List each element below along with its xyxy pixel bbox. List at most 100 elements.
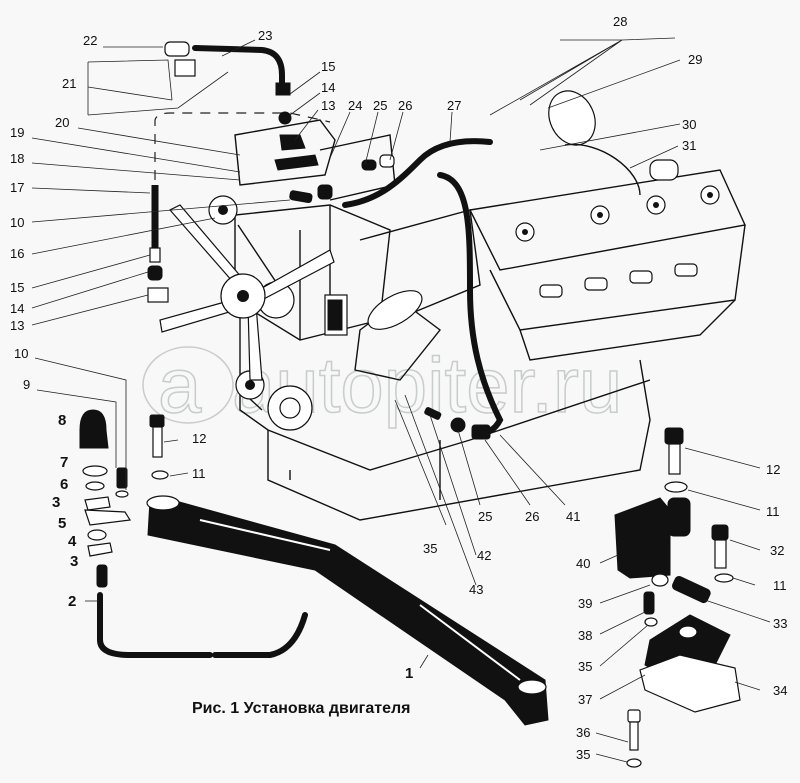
part-9-bolt [116,467,128,489]
part-32-bolt [711,524,729,541]
leader-lines [31,37,771,763]
part-3-plate-bottom [87,542,113,557]
part-35-washer-bottom [626,758,642,768]
callout-labels: 22 23 21 15 14 13 24 25 26 20 19 18 17 1… [10,14,787,762]
part-14-washer-top [278,111,292,125]
part-12-shank-right [668,443,681,475]
part-15-nut-top [275,82,291,96]
callout-9: 9 [23,377,30,392]
callout-15-left: 15 [10,280,24,295]
part-35-washer [644,617,658,627]
oil-filter-top [367,290,423,330]
callout-1: 1 [405,665,413,682]
part-39-washer [651,573,669,587]
callout-16: 16 [10,246,24,261]
bolt-10-top [289,190,313,204]
part-8-cushion [79,409,109,449]
valve-cover-bolts [515,185,720,242]
oil-pan [267,359,651,521]
callout-32: 32 [770,543,784,558]
part-40-sleeve [667,497,691,537]
exhaust-manifold-right [489,224,746,331]
callout-41: 41 [566,509,580,524]
callout-25-middle: 25 [478,509,492,524]
part-32-shank [714,539,727,569]
block-edge [289,440,441,500]
callout-35-right: 35 [578,659,592,674]
callout-34: 34 [773,683,787,698]
callout-10-top: 10 [10,215,24,230]
callout-29: 29 [688,52,702,67]
watermark-logo-ring [142,346,234,424]
callout-40: 40 [576,556,590,571]
callout-19: 19 [10,125,24,140]
callout-15-top: 15 [321,59,335,74]
part-38-pin [643,591,655,615]
callout-35-middle: 35 [423,541,437,556]
callout-3-lower: 3 [70,553,78,570]
callout-11-left: 11 [192,466,206,481]
part-40-bracket [614,497,671,579]
callout-11-right: 11 [766,504,780,519]
callout-12-right: 12 [766,462,780,477]
nut-26-top [379,154,395,168]
part-6-washer [85,481,105,491]
engine-assembly [159,90,747,521]
callout-13-top: 13 [321,98,335,113]
callout-7: 7 [60,454,68,471]
callout-2: 2 [68,593,76,610]
callout-8: 8 [58,412,66,429]
part-12-bolt-head [149,414,165,428]
callout-30: 30 [682,117,696,132]
callout-36: 36 [576,725,590,740]
callout-33: 33 [773,616,787,631]
callout-31: 31 [682,138,696,153]
callout-25-top: 25 [373,98,387,113]
part-13-tee [147,287,169,303]
part-2-fitting [96,564,108,588]
callout-4: 4 [68,533,77,550]
filler-cap [649,159,679,181]
part-4-washer [87,529,107,541]
exhaust-ports [539,263,698,298]
callout-35-bottom: 35 [576,747,590,762]
part-1-crossmember [146,495,549,726]
part-15-nut [147,265,163,281]
callout-27: 27 [447,98,461,113]
small-parts [79,41,741,768]
callout-17: 17 [10,180,24,195]
hose-2-left [97,592,213,658]
callout-12-left: 12 [192,431,206,446]
callout-14-top: 14 [321,80,335,95]
callout-26-middle: 26 [525,509,539,524]
callout-26-top: 26 [398,98,412,113]
callout-14-left: 14 [10,301,24,316]
part-12-bolt-right [664,427,684,445]
cooling-fan [159,204,335,381]
callout-23: 23 [258,28,272,43]
part-33-bolt [671,575,711,604]
callout-28: 28 [613,14,627,29]
part-3-plate-top [84,496,111,511]
part-22-fitting [164,41,190,57]
part-11-lockwasher [151,470,169,480]
watermark-logo-letter: a [158,341,202,429]
fitting-25-top [361,159,377,171]
pump-fitting-13 [279,134,306,151]
part-34-base-plate [639,654,741,713]
left-bank [359,209,481,321]
part-12-bolt-shank [152,426,163,458]
part-11-washer-right [664,481,688,493]
assembly-dashed-line [154,112,331,180]
callout-37: 37 [578,692,592,707]
hose-41 [437,172,504,436]
pump-bracket [274,154,319,171]
intake-elbow [564,143,641,196]
callout-24: 24 [348,98,362,113]
callout-42: 42 [477,548,491,563]
part-36-bolt-head [627,709,641,723]
part-21-bracket [174,59,196,77]
air-intake-pipe [548,90,596,146]
callout-22: 22 [83,33,97,48]
